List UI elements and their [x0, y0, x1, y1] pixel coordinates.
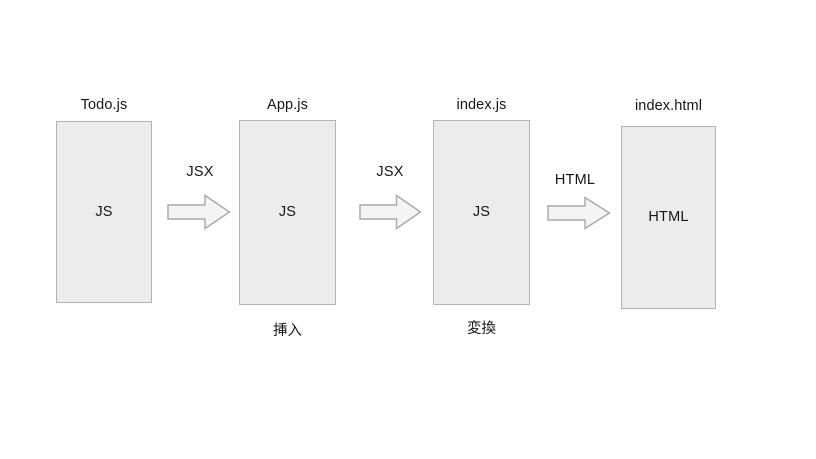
node-body-label-todo-js: JS [95, 203, 113, 220]
arrow-index-to-html[interactable] [547, 196, 611, 230]
right-arrow-icon [547, 196, 611, 230]
node-box-index-js[interactable]: JS [433, 120, 530, 305]
arrow-todo-to-app[interactable] [167, 194, 231, 230]
node-box-todo-js[interactable]: JS [56, 121, 152, 303]
node-caption-app-js: App.js [267, 97, 308, 113]
right-arrow-icon [167, 194, 231, 230]
edge-label-jsx-2: JSX [376, 164, 404, 180]
node-box-app-js[interactable]: JS [239, 120, 336, 305]
node-caption-todo-js: Todo.js [80, 97, 128, 113]
node-body-label-app-js: JS [278, 204, 297, 221]
node-body-label-index-html: HTML [648, 209, 689, 226]
node-caption-index-html: index.html [634, 98, 703, 114]
node-sublabel-index-js: 変換 [467, 321, 496, 337]
node-sublabel-app-js: 挿入 [273, 323, 302, 339]
edge-label-jsx-1: JSX [186, 164, 214, 180]
node-box-index-html[interactable]: HTML [621, 126, 716, 309]
node-body-label-index-js: JS [472, 204, 491, 221]
right-arrow-icon [359, 194, 422, 230]
edge-label-html: HTML [554, 172, 596, 188]
arrow-app-to-index[interactable] [359, 194, 422, 230]
node-caption-index-js: index.js [456, 97, 507, 113]
